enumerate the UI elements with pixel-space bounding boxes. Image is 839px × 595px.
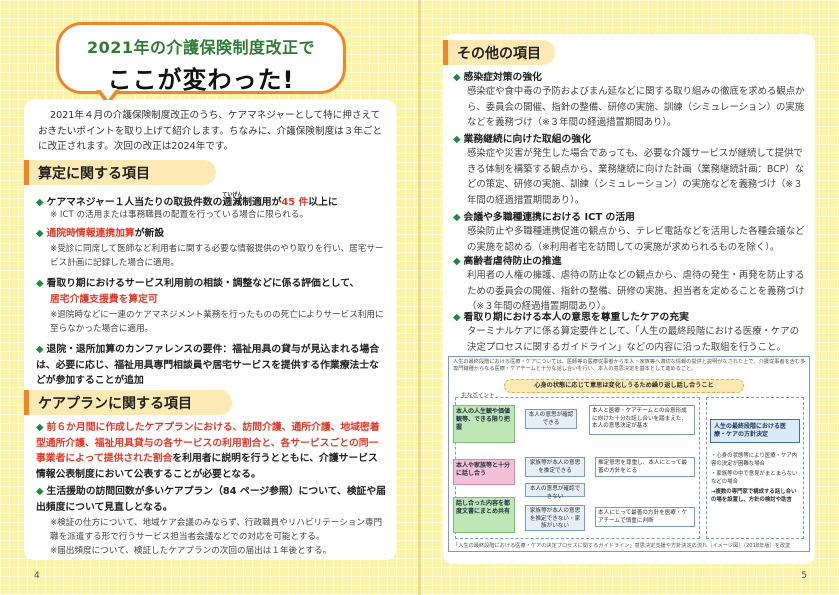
santei-note-2: ※受診に同席して医師など利用者に関する必要な情報提供のやり取りを行い、居宅サービ…	[50, 244, 384, 268]
other-item-1-title: ◆感染症対策の強化	[453, 72, 542, 83]
diagram-green-1: 本人の人生観や価値観等、できる限り把握	[453, 405, 515, 443]
careplan-item-1: ◆前６か月間に作成したケアプランにおける、訪問介護、通所介護、地域密着型通所介護…	[36, 422, 380, 480]
diamond-icon: ◆	[36, 422, 44, 433]
diagram-right-panel	[706, 397, 804, 539]
diamond-icon: ◆	[453, 134, 461, 145]
other-item-4-title: ◆高齢者虐待防止の推進	[453, 256, 562, 267]
diamond-icon: ◆	[36, 344, 44, 355]
careplan-note-1: ※検証の仕方について、地域ケア会議のみならず、行政職員やリハビリテーション専門職…	[50, 518, 383, 542]
section-other: その他の項目	[443, 40, 555, 65]
diamond-icon: ◆	[36, 197, 44, 208]
diagram-box-team-decides: 本人にとって最善の方針を医療・ケアチームで慎重に判断	[595, 507, 695, 527]
santei-note-3: ※退院時などに一連のケアマネジメント業務を行ったものの死亡によりサービス利用に至…	[50, 310, 384, 334]
left-page: 2021年の介護保険制度改正で ここが変わった! 2021年４月の介護保険制度改…	[0, 0, 418, 595]
diagram-pink-1: 本人や家族等と十分に話し合う	[453, 459, 515, 485]
diamond-icon: ◆	[453, 256, 461, 267]
page-number-left: 4	[34, 571, 40, 581]
title-line1: 2021年の介護保険制度改正で	[86, 38, 316, 57]
other-item-2-title: ◆業務継続に向けた取組の強化	[453, 134, 591, 145]
santei-note-1: ※ ICT の活用または事務職員の配置を行っている場合に限られる。	[50, 210, 309, 220]
diagram-box-respect-inferred: 推定意思を尊重し、本人にとって最善の方針をとる	[595, 457, 695, 477]
diagram-green-2: 話し合った内容を都度文書にまとめ共有	[453, 497, 515, 533]
santei-item-4: ◆退院・退所加算のカンファレンスの要件：福祉用具の貸与が見込まれる場合は、必要に…	[36, 344, 380, 386]
santei-item-1: ◆ケアマネジャー１人当たりの取扱件数の逓減ていげん制適用が45 件以上に	[36, 192, 338, 208]
diamond-icon: ◆	[36, 278, 44, 289]
diagram-top-banner: 心身の状態に応じて意思は変化しうるため繰り返し話し合うこと	[504, 379, 744, 393]
other-item-3-title: ◆会議や多職種連携における ICT の活用	[453, 212, 635, 223]
diagram-box-family-cannot-infer: 家族等が本人の意思を推定できない・家族がいない	[525, 505, 585, 531]
title-bubble: 2021年の介護保険制度改正で ここが変わった!	[56, 22, 346, 94]
santei-item-2: ◆通院時情報連携加算が新設	[36, 228, 165, 239]
right-card: その他の項目 ◆感染症対策の強化 感染症や食中毒の予防およびまん延などに関する取…	[443, 34, 815, 564]
other-item-5-title: ◆看取り期における本人の意思を尊重したケアの充実	[453, 312, 689, 323]
right-page: その他の項目 ◆感染症対策の強化 感染症や食中毒の予防およびまん延などに関する取…	[421, 0, 839, 595]
diamond-icon: ◆	[453, 72, 461, 83]
other-item-2-body: 感染症や災害が発生した場合であっても、必要な介護サービスが継続して提供できる体制…	[467, 148, 805, 206]
diagram-right-title: 人生の最終段階における医療・ケアの方針決定	[710, 419, 800, 443]
diagram-caption: 「人生の最終段階における医療・ケアの決定プロセスに関するガイドライン」意思決定支…	[453, 543, 791, 549]
gutter	[418, 0, 421, 595]
other-item-5-body: ターミナルケアに係る算定要件として、「人生の最終段階における医療・ケアの決定プロ…	[467, 326, 800, 353]
decision-flow-diagram: 人生の最終段階における医療・ケアについては、医師等の医療従事者から本人・家族等へ…	[448, 356, 810, 552]
other-item-3-body: 感染防止や多職種連携促進の観点から、テレビ電話などを活用した各種会議などの実施を…	[467, 226, 805, 253]
other-item-4-body: 利用者の人権の擁護、虐待の防止などの観点から、虐待の発生・再発を防止するための委…	[467, 270, 805, 312]
diamond-icon: ◆	[453, 312, 461, 323]
diagram-intro: 人生の最終段階における医療・ケアについては、医師等の医療従事者から本人・家族等へ…	[453, 359, 806, 372]
diagram-main-label: 主なポイント	[461, 393, 495, 399]
diagram-box-family-can-infer: 家族等が本人の意思を推定できる	[525, 457, 585, 477]
santei-item-3: ◆看取り期におけるサービス利用前の相談・調整などに係る評価として、居宅介護支援費…	[36, 278, 360, 305]
careplan-note-2: ※届出頻度について、検証したケアプランの次回の届出は１年後とする。	[50, 546, 332, 556]
diamond-icon: ◆	[36, 228, 44, 239]
diamond-icon: ◆	[453, 212, 461, 223]
title-line2: ここが変わった!	[107, 66, 295, 94]
other-item-1-body: 感染症や食中毒の予防およびまん延などに関する取り組みの徹底を求める観点から、委員…	[467, 86, 805, 128]
page-number-right: 5	[801, 571, 807, 581]
section-santei: 算定に関する項目	[24, 160, 216, 185]
careplan-item-2: ◆生活援助の訪問回数が多いケアプラン（84 ページ参照）について、検証や届出頻度…	[36, 486, 386, 513]
left-card: 2021年４月の介護保険制度改正のうち、ケアマネジャーとして特に押さえておきたい…	[24, 100, 396, 560]
intro-text: 2021年４月の介護保険制度改正のうち、ケアマネジャーとして特に押さえておきたい…	[38, 110, 383, 152]
diagram-right-list: ・心身の状態等により医療・ケア内容の決定が困難な場合 ・家族等の中で意見がまとま…	[711, 453, 798, 503]
bubble-tail-inner	[99, 88, 117, 100]
diagram-box-confirmable: 本人の意思が確認できる	[525, 409, 577, 429]
diagram-box-consensus: 本人と医療・ケアチームとの合意形成に向けた十分な話し合いを踏まえた、本人の意思決…	[589, 405, 695, 435]
diamond-icon: ◆	[36, 486, 44, 497]
section-careplan: ケアプランに関する項目	[24, 390, 232, 415]
diagram-box-not-confirmable: 本人の意思が確認できない	[525, 483, 585, 500]
